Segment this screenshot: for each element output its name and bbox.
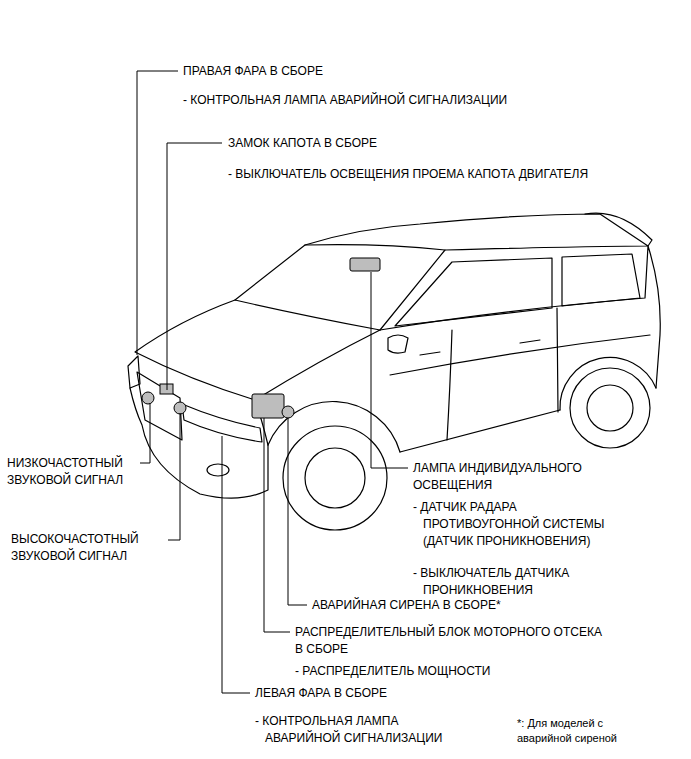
mirror [388, 335, 408, 353]
room-lamp [350, 258, 380, 271]
leader-line [371, 272, 408, 468]
part-label: - ДАТЧИК РАДАРА ПРОТИВОУГОННОЙ СИСТЕМЫ (… [412, 499, 636, 550]
engine-room-junction-block [252, 394, 284, 418]
spoiler [585, 213, 652, 246]
siren [282, 406, 294, 418]
footnote: *: Для моделей с аварийной сиреной [516, 716, 658, 746]
leader-line [140, 403, 150, 463]
beltline [390, 335, 650, 375]
part-label: ЛАМПА ИНДИВИДУАЛЬНОГО ОСВЕЩЕНИЯ [412, 460, 614, 494]
rocker [400, 410, 560, 452]
part-label: РАСПРЕДЕЛИТЕЛЬНЫЙ БЛОК МОТОРНОГО ОТСЕКА … [294, 624, 606, 658]
part-label: - КОНТРОЛЬНАЯ ЛАМПА АВАРИЙНОЙ СИГНАЛИЗАЦ… [254, 713, 466, 747]
windows [395, 254, 640, 326]
part-label: ЗАМОК КАПОТА В СБОРЕ [227, 135, 378, 152]
leader-line [222, 436, 250, 693]
part-label: ПРАВАЯ ФАРА В СБОРЕ [182, 63, 324, 80]
rear-wheel [570, 368, 650, 448]
leader-line [168, 413, 180, 540]
part-label: - ВЫКЛЮЧАТЕЛЬ ОСВЕЩЕНИЯ ПРОЕМА КАПОТА ДВ… [227, 166, 589, 183]
low-horn [142, 392, 154, 404]
windshield [235, 245, 445, 330]
high-horn [174, 402, 186, 414]
leader-line [264, 418, 290, 632]
roof [305, 214, 648, 250]
part-label: - КОНТРОЛЬНАЯ ЛАМПА АВАРИЙНОЙ СИГНАЛИЗАЦ… [182, 92, 508, 109]
leader-line [137, 71, 178, 355]
front-rim [305, 448, 365, 508]
rear-rim [587, 385, 633, 431]
part-label: АВАРИЙНАЯ СИРЕНА В СБОРЕ* [311, 597, 502, 614]
part-label: ЛЕВАЯ ФАРА В СБОРЕ [254, 685, 388, 702]
body-side [380, 246, 660, 388]
part-label: НИЗКОЧАСТОТНЫЙ ЗВУКОВОЙ СИГНАЛ [6, 455, 140, 489]
part-label: - ВЫКЛЮЧАТЕЛЬ ДАТЧИКА ПРОНИКНОВЕНИЯ [412, 565, 629, 599]
hood [135, 300, 380, 400]
leader-line [288, 418, 307, 605]
fog-lamp [207, 464, 229, 476]
front-bumper [130, 388, 268, 498]
door-lines [420, 308, 558, 440]
part-label: - РАСПРЕДЕЛИТЕЛЬ МОЩНОСТИ [294, 663, 491, 680]
part-label: ВЫСОКОЧАСТОТНЫЙ ЗВУКОВОЙ СИГНАЛ [10, 531, 164, 565]
right-headlamp [128, 356, 140, 388]
leader-line [167, 143, 222, 390]
